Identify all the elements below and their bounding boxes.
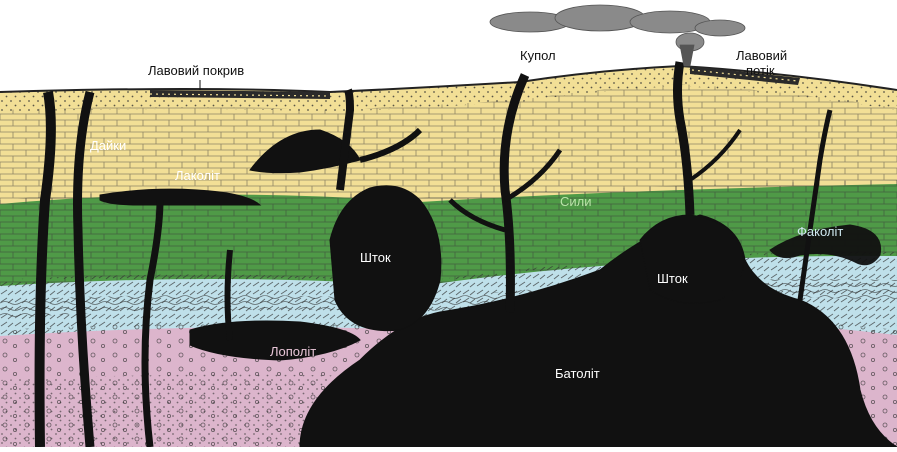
- label-dikes: Дайки: [90, 138, 126, 153]
- label-lava-cover: Лавовий покрив: [148, 63, 244, 78]
- dike-branch-d: [228, 250, 231, 340]
- label-phacolith: Факоліт: [797, 224, 843, 239]
- label-sills: Сили: [560, 194, 592, 209]
- label-lopolith: Лополіт: [270, 344, 316, 359]
- label-stock-left: Шток: [360, 250, 391, 265]
- label-lava-flow-2: потік: [746, 63, 775, 78]
- label-laccolith: Лаколіт: [175, 168, 220, 183]
- label-stock-right: Шток: [657, 271, 688, 286]
- label-batholith: Батоліт: [555, 366, 600, 381]
- label-lava-flow-1: Лавовий: [736, 48, 787, 63]
- label-dome: Купол: [520, 48, 556, 63]
